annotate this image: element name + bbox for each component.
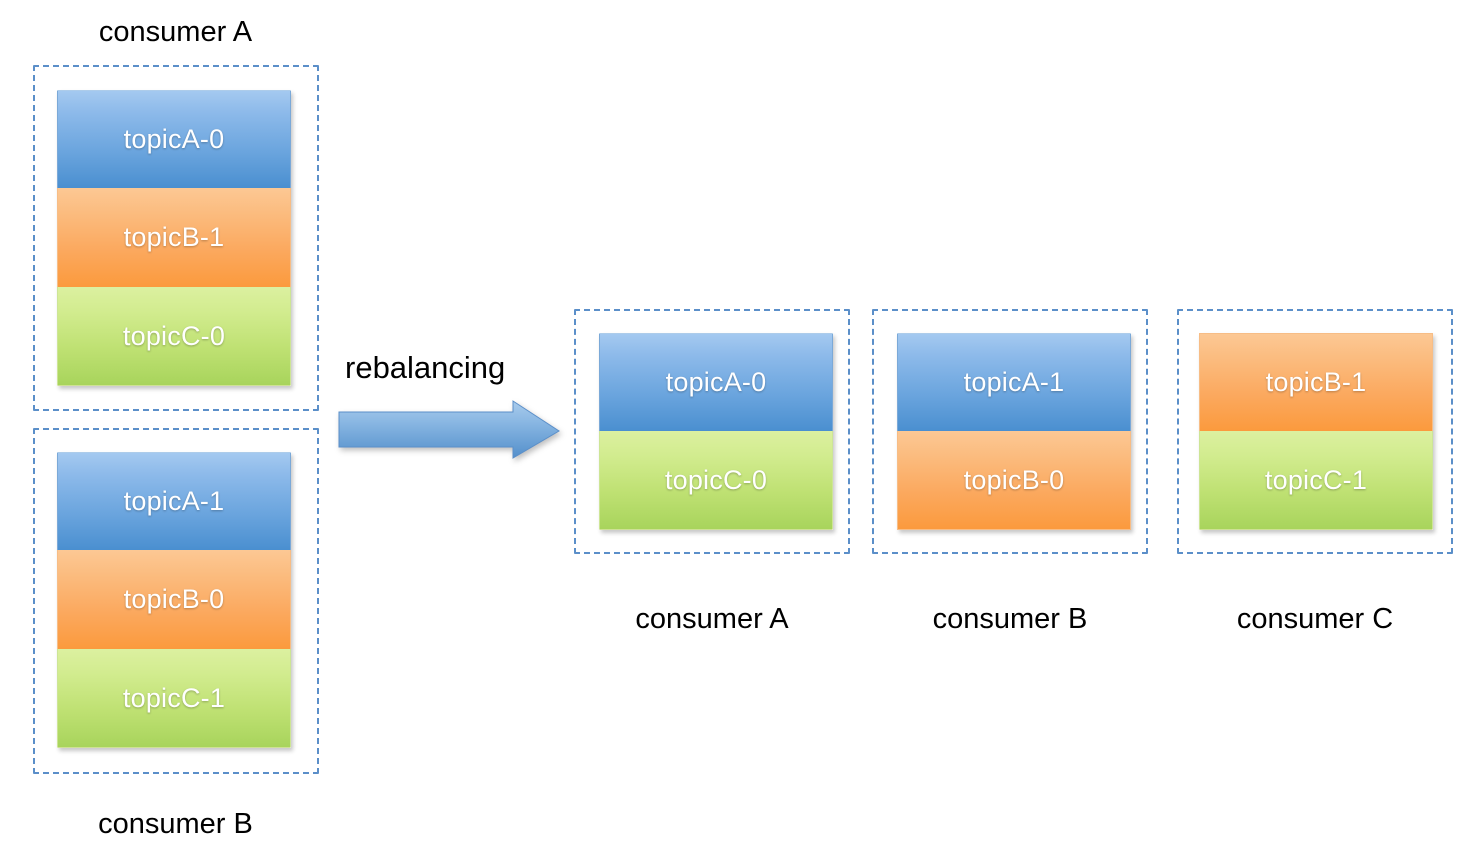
rebalancing-arrow <box>338 400 564 462</box>
caption-before-consumer-a: consumer A <box>98 16 253 48</box>
partition-block[interactable]: topicB-0 <box>57 550 291 649</box>
partition-block[interactable]: topicB-1 <box>57 188 291 287</box>
partition-label: topicA-0 <box>123 124 225 154</box>
partition-label: topicB-0 <box>963 464 1065 495</box>
partition-label: topicA-1 <box>123 486 225 516</box>
partition-label: topicB-1 <box>123 222 225 252</box>
partition-label: topicC-0 <box>122 320 226 351</box>
partition-stack-after-consumer-c: topicB-1 topicC-1 <box>1199 333 1433 530</box>
partition-block[interactable]: topicA-1 <box>57 452 291 550</box>
caption-after-consumer-a: consumer A <box>635 603 789 635</box>
rebalancing-label: rebalancing <box>345 350 506 385</box>
partition-stack-before-consumer-b: topicA-1 topicB-0 topicC-1 <box>57 452 291 748</box>
partition-label: topicC-0 <box>664 464 768 495</box>
partition-block[interactable]: topicA-0 <box>57 90 291 188</box>
partition-block[interactable]: topicC-1 <box>57 649 291 748</box>
partition-label: topicC-1 <box>122 682 226 713</box>
partition-block[interactable]: topicB-0 <box>897 431 1131 530</box>
partition-block[interactable]: topicA-0 <box>599 333 833 431</box>
partition-block[interactable]: topicC-1 <box>1199 431 1433 530</box>
partition-label: topicB-1 <box>1265 367 1367 397</box>
partition-label: topicA-0 <box>665 367 767 397</box>
partition-block[interactable]: topicA-1 <box>897 333 1131 431</box>
partition-label: topicB-0 <box>123 584 225 614</box>
partition-label: topicC-1 <box>1264 464 1368 495</box>
caption-after-consumer-c: consumer C <box>1236 603 1394 635</box>
partition-stack-before-consumer-a: topicA-0 topicB-1 topicC-0 <box>57 90 291 386</box>
partition-block[interactable]: topicB-1 <box>1199 333 1433 431</box>
right-arrow-icon <box>338 400 560 459</box>
caption-after-consumer-b: consumer B <box>932 603 1088 635</box>
partition-block[interactable]: topicC-0 <box>599 431 833 530</box>
partition-label: topicA-1 <box>963 367 1065 397</box>
partition-stack-after-consumer-a: topicA-0 topicC-0 <box>599 333 833 530</box>
partition-block[interactable]: topicC-0 <box>57 287 291 386</box>
caption-before-consumer-b: consumer B <box>98 808 253 840</box>
partition-stack-after-consumer-b: topicA-1 topicB-0 <box>897 333 1131 530</box>
